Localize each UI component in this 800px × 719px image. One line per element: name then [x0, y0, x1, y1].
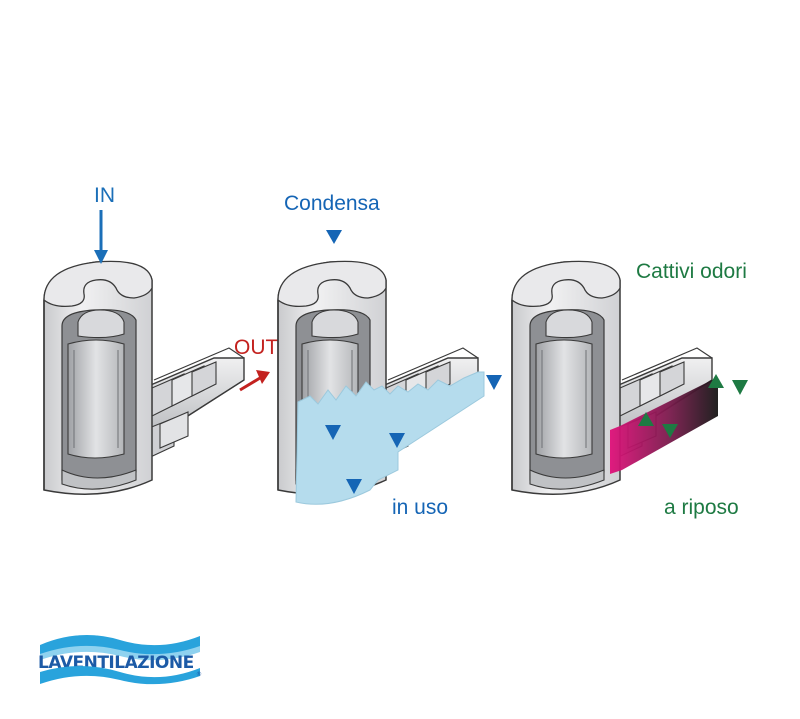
- odor-marker-4: [662, 424, 678, 438]
- label-a-riposo: a riposo: [664, 496, 739, 519]
- siphon-left: [43, 260, 245, 495]
- label-out: OUT: [234, 336, 279, 359]
- condensa-marker-2: [389, 433, 405, 448]
- condensa-marker-4: [486, 375, 502, 390]
- odor-marker-2: [732, 380, 748, 395]
- out-arrow: [239, 370, 270, 392]
- condensa-marker-1: [325, 425, 341, 440]
- in-arrow: [94, 210, 108, 264]
- label-cattivi-odori: Cattivi odori: [636, 260, 747, 283]
- label-in: IN: [94, 184, 115, 207]
- brand-logo: LAVENTILAZIONE ®: [38, 635, 202, 685]
- logo-registered-mark: ®: [196, 671, 202, 678]
- siphon-right: [511, 260, 718, 495]
- label-in-uso: in uso: [392, 496, 448, 519]
- condensa-marker-3: [346, 479, 362, 494]
- label-condensa: Condensa: [284, 192, 380, 215]
- siphon-middle: [277, 260, 485, 505]
- condensa-marker-top: [326, 230, 342, 244]
- water-fill: [295, 371, 485, 505]
- odor-marker-1: [708, 374, 724, 388]
- odor-marker-3: [638, 412, 654, 426]
